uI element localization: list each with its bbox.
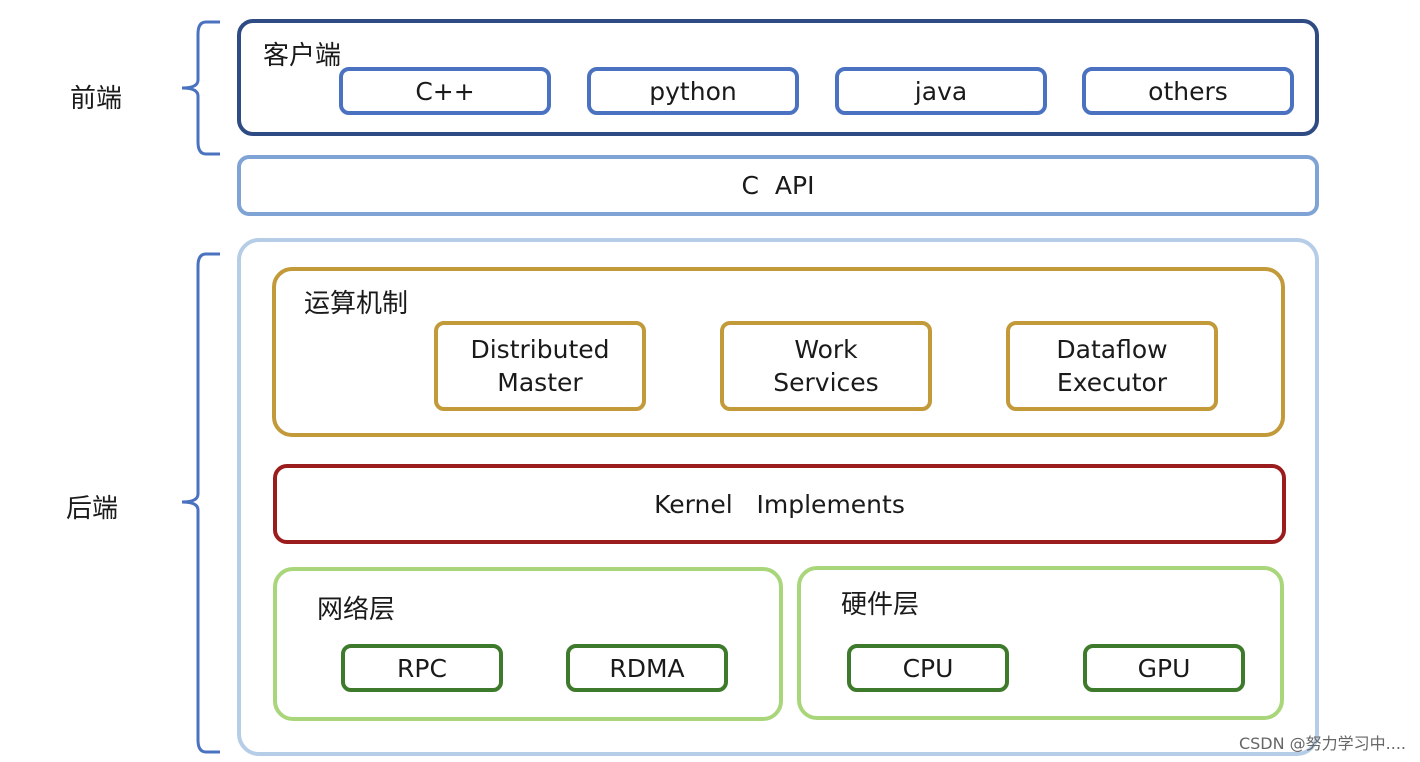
frontend-label: 前端 — [70, 84, 123, 114]
network-title: 网络层 — [317, 595, 396, 625]
backend-label: 后端 — [66, 494, 119, 524]
hardware-title: 硬件层 — [841, 590, 920, 620]
gpu-item: GPU — [1083, 644, 1245, 692]
network-layer-box: 网络层 RPC RDMA — [273, 567, 783, 721]
compute-title: 运算机制 — [304, 289, 409, 319]
client-title: 客户端 — [263, 41, 342, 71]
kernel-label: Kernel Implements — [654, 489, 905, 519]
rpc-item: RPC — [341, 644, 503, 692]
backend-brace — [181, 252, 220, 754]
rdma-item: RDMA — [566, 644, 728, 692]
compute-box: 运算机制 Distributed Master Work Services Da… — [272, 267, 1285, 437]
frontend-brace — [181, 20, 220, 156]
lang-others: others — [1082, 67, 1294, 115]
dataflow-executor: Dataflow Executor — [1006, 321, 1218, 411]
distributed-master: Distributed Master — [434, 321, 646, 411]
kernel-box: Kernel Implements — [273, 464, 1286, 544]
capi-box: C API — [237, 155, 1319, 216]
lang-cpp: C++ — [339, 67, 551, 115]
watermark: CSDN @努力学习中.... — [1238, 734, 1406, 753]
lang-java: java — [835, 67, 1047, 115]
work-services: Work Services — [720, 321, 932, 411]
lang-python: python — [587, 67, 799, 115]
capi-label: C API — [741, 171, 815, 200]
client-box: 客户端 C++ python java others — [237, 19, 1319, 136]
hardware-layer-box: 硬件层 CPU GPU — [797, 566, 1284, 720]
cpu-item: CPU — [847, 644, 1009, 692]
